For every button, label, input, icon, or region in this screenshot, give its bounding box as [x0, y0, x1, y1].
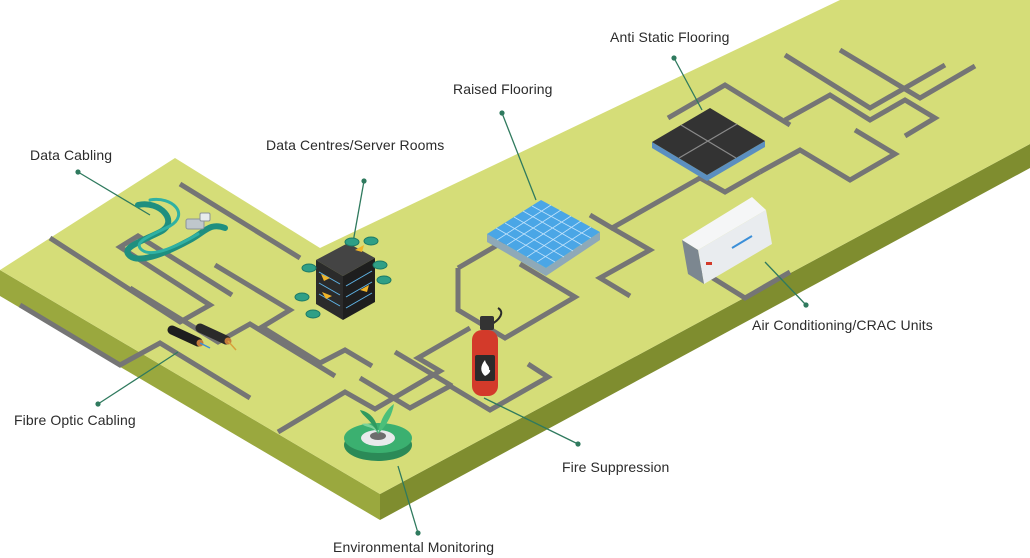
leader-air-con [764, 261, 807, 306]
label-environmental-monitoring: Environmental Monitoring [333, 539, 495, 555]
cable-line [698, 267, 792, 301]
extinguisher-valve [480, 316, 494, 330]
fire-extinguisher-icon [472, 307, 503, 396]
leader-env [397, 465, 419, 534]
cable-line [588, 169, 762, 231]
leader-anti-static [673, 57, 703, 111]
cable-connector [185, 218, 205, 230]
leader-dot [95, 401, 101, 407]
leader-dots [75, 55, 809, 536]
leader-dot [361, 178, 367, 184]
cable-line [595, 225, 656, 299]
leaf-icon [360, 410, 378, 434]
leader-raised [501, 112, 537, 201]
cable-line [128, 285, 337, 379]
anti-static-tile-icon [652, 108, 765, 181]
data-cable [124, 201, 228, 262]
air-conditioning-icon [682, 197, 772, 284]
disk [363, 236, 379, 246]
grid-line [496, 204, 552, 241]
leaf-icon [378, 404, 394, 434]
disk [372, 260, 388, 270]
anti-static-tile-seam [678, 123, 738, 159]
leader-dot [415, 530, 421, 536]
floor-side-left [0, 270, 380, 520]
server-slot [318, 293, 341, 307]
cable-line [213, 262, 374, 369]
fibre-strand [227, 340, 237, 351]
data-cable [137, 197, 200, 255]
ac-indicator [706, 262, 712, 265]
cable-line [276, 325, 472, 435]
server-slot [345, 292, 373, 309]
leader-dot [803, 302, 809, 308]
leaf-icon [362, 423, 378, 434]
disk [376, 275, 392, 285]
grid-line [516, 215, 572, 252]
cable-line [358, 361, 553, 413]
label-air-conditioning: Air Conditioning/CRAC Units [752, 317, 933, 333]
leader-fibre [97, 351, 179, 405]
fibre-strand [199, 342, 211, 349]
fibre-optic-icon [167, 323, 237, 351]
raised-tile-edge [487, 232, 600, 276]
cable-lines [18, 47, 977, 435]
disk [305, 309, 321, 319]
server-arrows [321, 245, 369, 299]
data-cabling-icon [124, 197, 228, 262]
flame-icon [481, 360, 491, 376]
storage-disks [294, 236, 392, 319]
cable-line [783, 52, 947, 111]
leader-dot [499, 110, 505, 116]
raised-tile-grid [495, 204, 592, 263]
ac-top [682, 197, 766, 250]
ac-side [682, 240, 704, 284]
arrow [321, 274, 330, 281]
disk [301, 263, 317, 273]
label-anti-static-flooring: Anti Static Flooring [610, 29, 730, 45]
label-fire-suppression: Fire Suppression [562, 459, 670, 475]
floor-slab [0, 0, 1030, 520]
leader-dot [75, 169, 81, 175]
cable-connector [199, 212, 211, 222]
server-rack-icon [294, 236, 392, 320]
server-slot [345, 270, 373, 287]
label-data-cabling: Data Cabling [30, 147, 113, 163]
arrow [355, 245, 364, 252]
fibre-cable [195, 323, 231, 345]
cable-line [666, 82, 792, 128]
cable-line [18, 302, 252, 401]
leader-dot [575, 441, 581, 447]
ac-display [731, 235, 753, 249]
grid-line [526, 220, 582, 258]
label-data-centres: Data Centres/Server Rooms [266, 137, 445, 153]
leader-dot [671, 55, 677, 61]
environmental-monitoring-icon [344, 404, 412, 461]
disk [294, 292, 310, 302]
anti-static-tile-edge [652, 141, 765, 181]
server-slots [318, 270, 373, 309]
cable-line [455, 261, 580, 341]
server-slot [345, 281, 373, 298]
arrow [360, 285, 369, 292]
leader-fire [483, 397, 579, 445]
pot [370, 432, 386, 440]
label-fibre-optic: Fibre Optic Cabling [14, 412, 136, 428]
server-slot [318, 282, 341, 296]
raised-floor-tile-icon [487, 200, 600, 276]
cable-line [393, 349, 454, 389]
fibre-cable [167, 325, 203, 347]
cable-line [783, 92, 940, 139]
grid-line [506, 209, 562, 246]
arrow [322, 292, 332, 299]
anti-static-tile-seam [680, 124, 737, 159]
grid-line [536, 226, 592, 263]
cable-line [838, 47, 977, 101]
disk [344, 237, 360, 247]
leader-data-centres [351, 180, 365, 249]
cable-line [178, 181, 302, 261]
cable-line [758, 127, 900, 183]
label-raised-flooring: Raised Flooring [453, 81, 553, 97]
